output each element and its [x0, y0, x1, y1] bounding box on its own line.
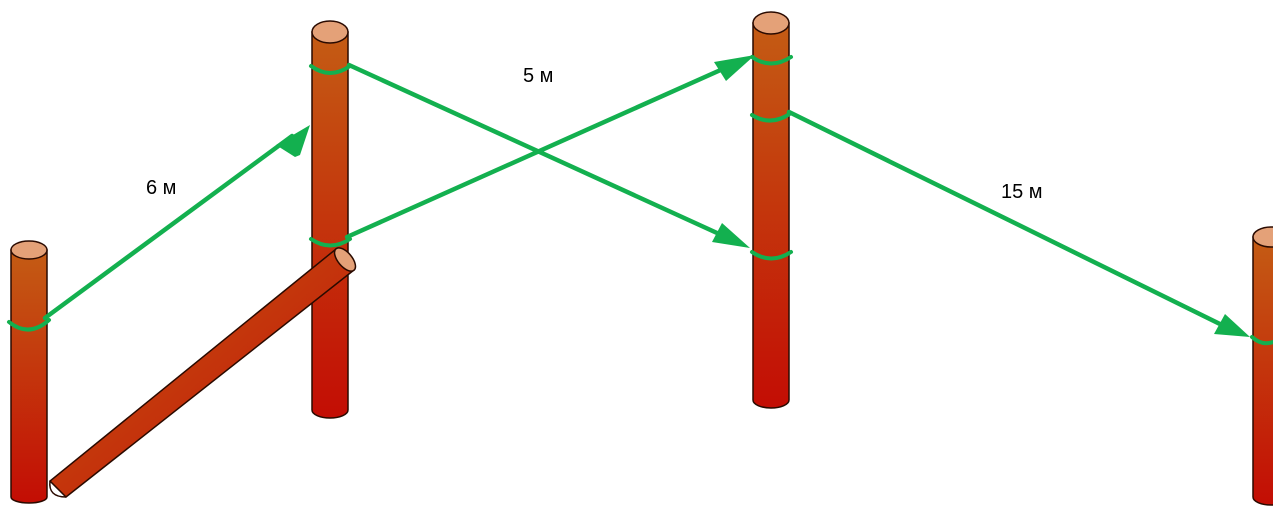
rope-segments [42, 61, 1227, 329]
rope-wrap-post2-mid [309, 237, 352, 248]
rope-wrap-post3-top [750, 55, 793, 66]
rope-wrap-post1 [7, 318, 51, 332]
post-3 [752, 11, 790, 409]
distance-label-6m: 6 м [146, 177, 176, 199]
rope-wrap-post4 [1250, 335, 1273, 346]
distance-label-5m: 5 м [523, 65, 553, 87]
arrowhead-1 [276, 125, 310, 157]
arrowhead-4 [1214, 314, 1250, 337]
rope-wrap-post3-mid [750, 111, 793, 123]
rope-segment-4 [786, 109, 1227, 329]
rope-wrap-post3-low [750, 250, 793, 261]
post-2 [311, 20, 349, 419]
rope-wraps [7, 55, 1273, 346]
arrowhead-3 [714, 55, 755, 81]
post-4 [1252, 226, 1273, 506]
rope-arrowheads [276, 55, 1250, 337]
rope-segment-1 [42, 133, 295, 321]
arrowhead-2 [712, 223, 750, 248]
leaning-log [48, 247, 357, 499]
rope-segment-3 [344, 61, 737, 240]
rope-wrap-post2-top [309, 64, 352, 75]
distance-label-15m: 15 м [1001, 181, 1043, 203]
post-1 [10, 240, 48, 504]
